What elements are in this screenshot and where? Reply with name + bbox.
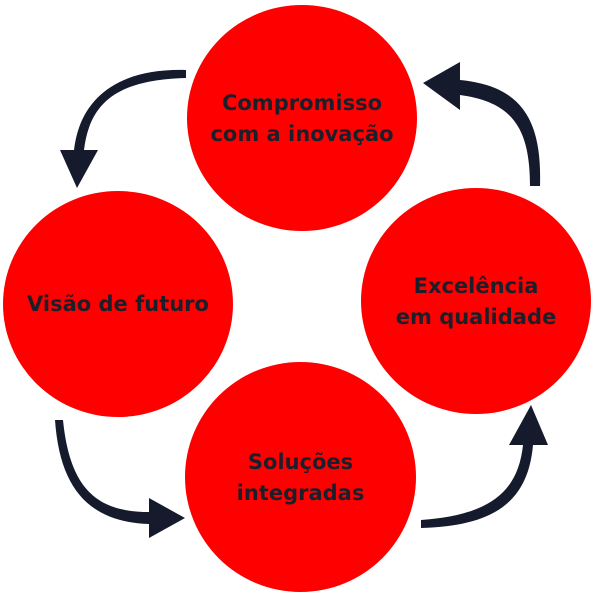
node-compromisso-inovacao: Compromisso com a inovação <box>187 5 417 231</box>
node-label: Excelência em qualidade <box>395 274 557 329</box>
node-label: Compromisso com a inovação <box>210 91 394 146</box>
node-label: Soluções integradas <box>236 450 365 505</box>
curved-arrow-icon <box>423 62 541 186</box>
curved-arrow-icon <box>60 69 186 188</box>
node-visao-futuro: Visão de futuro <box>3 191 233 417</box>
curved-arrow-icon <box>55 420 185 538</box>
curved-arrow-icon <box>421 405 548 528</box>
node-solucoes-integradas: Soluções integradas <box>185 362 416 592</box>
node-label: Visão de futuro <box>27 291 209 316</box>
node-excelencia-qualidade: Excelência em qualidade <box>361 188 591 414</box>
